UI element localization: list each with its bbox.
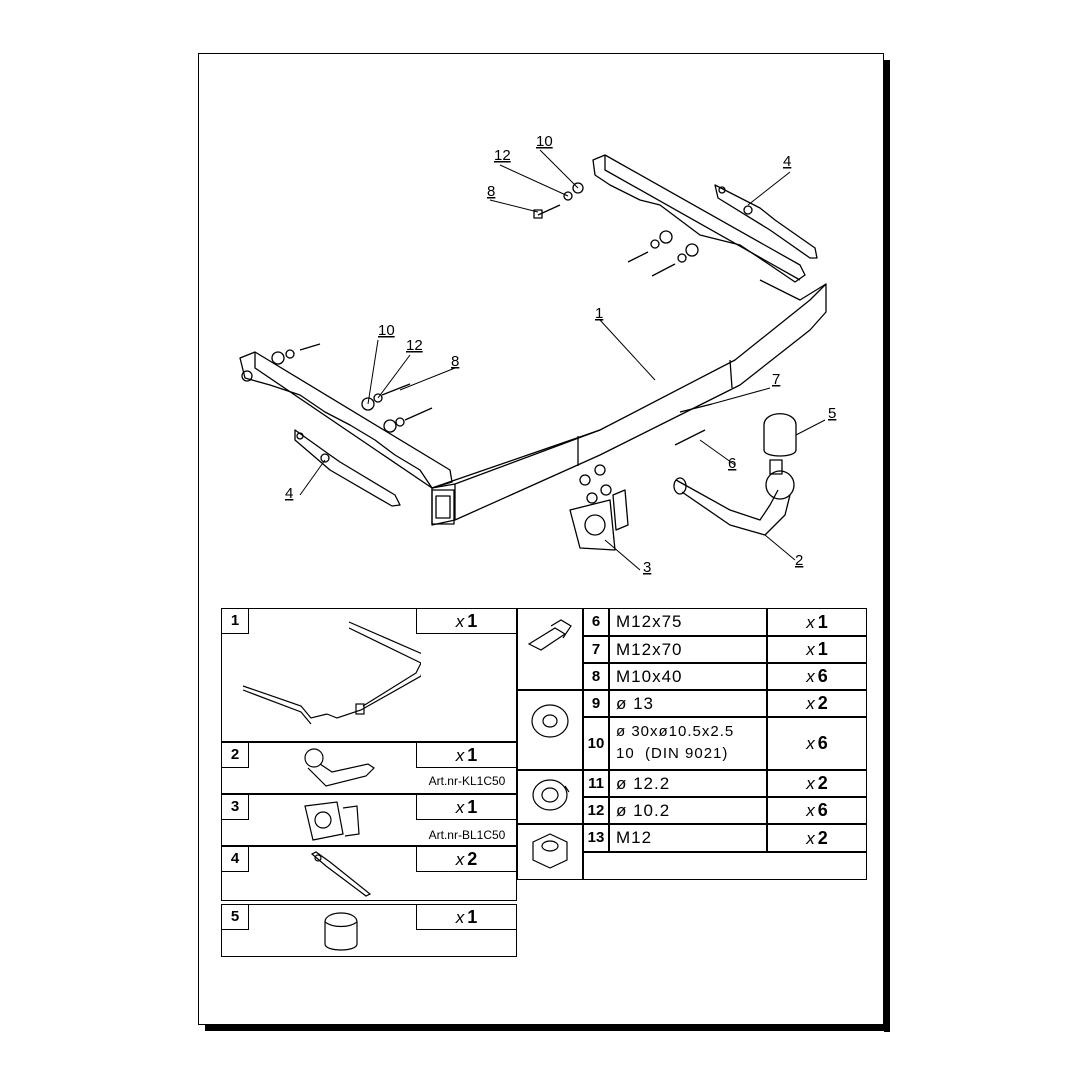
callout-8-left: 8 [451, 353, 459, 370]
washer-icon-cell [517, 690, 583, 770]
crossbar [431, 283, 827, 526]
part-number: 9 [583, 690, 609, 717]
callout-1: 1 [595, 305, 603, 322]
callout-8-top: 8 [487, 183, 495, 200]
article-number: Art.nr-BL1C50 [428, 828, 506, 842]
spring-washer-icon [532, 779, 570, 811]
part-row-4 [221, 846, 517, 901]
callout-10-top: 10 [536, 133, 553, 150]
ball-cap-thumbnail [324, 912, 358, 951]
callout-4-right: 4 [783, 153, 791, 170]
part-row-5 [221, 904, 517, 957]
strap-thumbnail [310, 851, 372, 897]
part-spec: M12 [609, 824, 767, 852]
socket-plate [569, 489, 629, 551]
callout-6: 6 [728, 455, 736, 472]
part-spec: ø 13 [609, 690, 767, 717]
socket-plate-thumbnail [304, 801, 360, 841]
part-spec: M10x40 [609, 663, 767, 690]
part-number: 1 [221, 608, 249, 634]
flat-washer-icon [531, 704, 569, 738]
bolt-icon [527, 619, 572, 651]
tow-ball-thumbnail [304, 748, 375, 787]
part-spec: M12x70 [609, 636, 767, 663]
part-number: 4 [221, 846, 249, 872]
part-spec: ø 10.2 [609, 797, 767, 824]
callout-3: 3 [643, 559, 651, 576]
part-number: 7 [583, 636, 609, 663]
part-number: 8 [583, 663, 609, 690]
callout-12-left: 12 [406, 337, 423, 354]
callout-2: 2 [795, 552, 803, 569]
callout-7: 7 [772, 371, 780, 388]
right-bracket [592, 154, 827, 301]
part-row-1 [221, 608, 517, 742]
part-number: 11 [583, 770, 609, 797]
part-row-2 [221, 742, 517, 794]
strap-left [294, 429, 401, 507]
sheet-shadow [884, 60, 890, 1032]
callout-4-left: 4 [285, 485, 293, 502]
part-number: 13 [583, 824, 609, 852]
exploded-assembly-drawing: 1 2 3 4 4 5 6 7 8 8 10 10 12 12 [239, 133, 836, 576]
spring-washer-icon-cell [517, 770, 583, 824]
part-number: 6 [583, 608, 609, 636]
fasteners [271, 182, 713, 504]
table-footer-cell [583, 852, 867, 880]
crossbar-thumbnail [242, 621, 421, 725]
article-number: Art.nr-KL1C50 [428, 774, 506, 788]
left-bracket [239, 351, 453, 489]
part-number: 3 [221, 794, 249, 820]
part-number: 10 [583, 717, 609, 770]
callout-10-left: 10 [378, 322, 395, 339]
strap-right [714, 184, 818, 259]
bolt-icon-cell [517, 608, 583, 690]
nut-icon-cell [517, 824, 583, 880]
part-row-3 [221, 794, 517, 846]
hex-nut-icon [532, 833, 568, 869]
part-spec: ø 12.2 [609, 770, 767, 797]
leader-lines [299, 149, 826, 571]
callout-5: 5 [828, 405, 836, 422]
part-spec: M12x75 [609, 608, 767, 636]
ball-cap [763, 413, 797, 457]
part-number: 12 [583, 797, 609, 824]
callout-12-top: 12 [494, 147, 511, 164]
part-number: 5 [221, 904, 249, 930]
sheet-shadow [205, 1025, 890, 1031]
part-number: 2 [221, 742, 249, 768]
